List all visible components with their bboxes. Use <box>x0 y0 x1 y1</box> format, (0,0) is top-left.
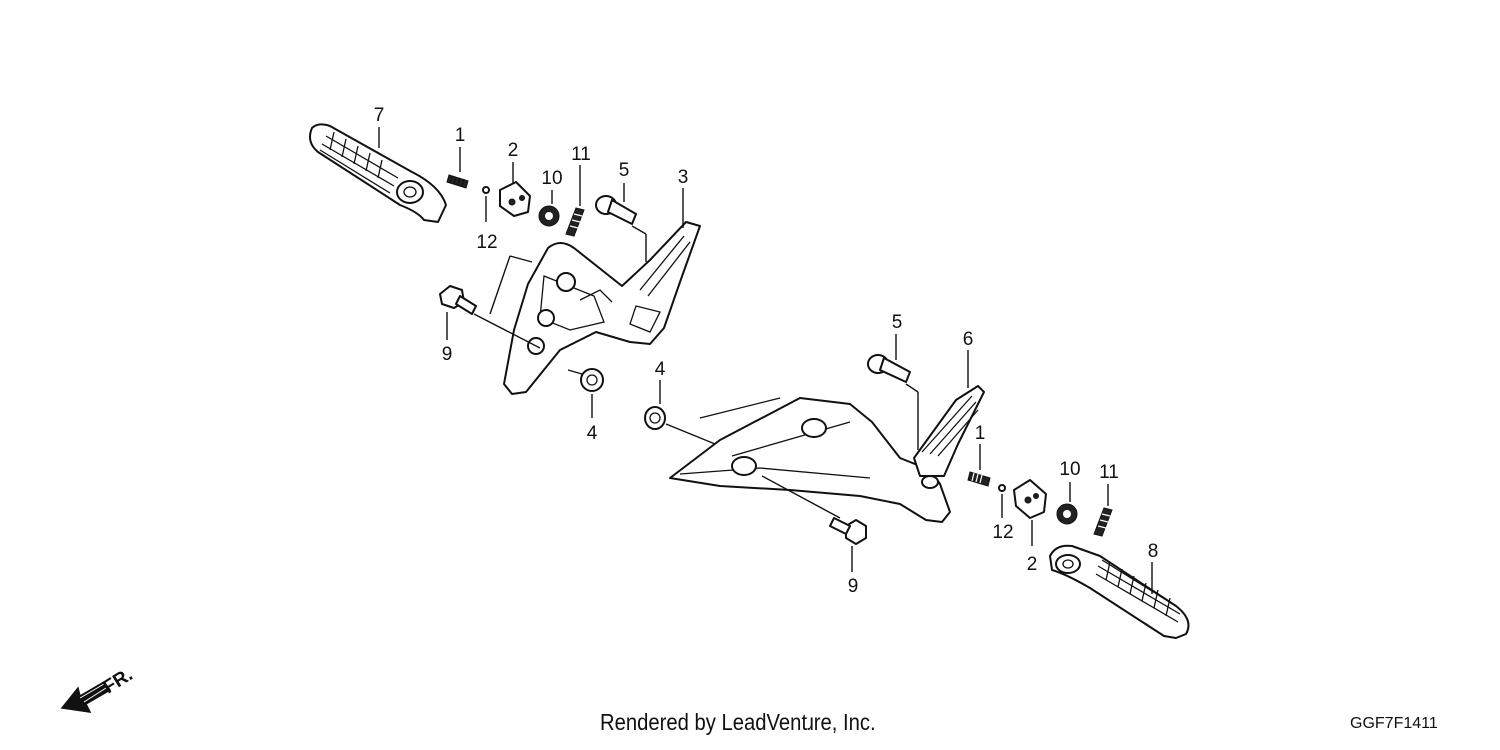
left-washer-part-10[interactable] <box>538 205 560 227</box>
callout-right-step-8: 8 <box>1148 541 1159 562</box>
right-footpeg-part-8[interactable] <box>1049 544 1190 639</box>
right-washer-part-10[interactable] <box>1056 503 1078 525</box>
callout-right-ring-4: 4 <box>655 359 666 380</box>
callout-left-bolt-9: 9 <box>442 344 453 365</box>
left-bolt-part-9[interactable] <box>439 285 477 315</box>
callout-left-plate-2: 2 <box>508 140 519 161</box>
leader-line <box>665 423 721 447</box>
callout-right-collar-1: 1 <box>975 423 986 444</box>
callout-left-ring-4: 4 <box>587 423 598 444</box>
leader-line <box>509 255 533 263</box>
leader-line <box>489 255 511 315</box>
left-bracket-part-3[interactable] <box>503 221 701 395</box>
callout-right-washer-10: 10 <box>1059 459 1080 480</box>
leader-line <box>631 225 647 235</box>
right-plate-part-2[interactable] <box>1013 479 1047 519</box>
callout-right-ball-12: 12 <box>992 522 1013 543</box>
right-collar-part-1[interactable] <box>967 471 991 487</box>
left-ball-part-12[interactable] <box>482 186 490 194</box>
callout-left-step-7: 7 <box>374 105 385 126</box>
left-ring-part-4[interactable] <box>580 368 604 392</box>
right-spring-part-11[interactable] <box>1093 507 1113 537</box>
render-credit: Rendered by LeadVentɹre, Inc. <box>600 709 876 735</box>
left-collar-part-1[interactable] <box>446 174 469 189</box>
leader-line <box>567 369 583 375</box>
leader-line <box>761 475 841 519</box>
callout-left-collar-1: 1 <box>455 125 466 146</box>
right-ring-part-4[interactable] <box>644 406 666 430</box>
callout-right-bolt-9: 9 <box>848 576 859 597</box>
callout-left-ball-12: 12 <box>476 232 497 253</box>
left-plate-part-2[interactable] <box>499 181 531 217</box>
leader-line <box>473 313 541 349</box>
leader-line <box>905 383 919 393</box>
right-ball-part-12[interactable] <box>998 484 1006 492</box>
callout-left-washer-10: 10 <box>541 168 562 189</box>
callout-left-spring-11: 11 <box>571 144 591 165</box>
right-bolt-part-9[interactable] <box>829 517 867 545</box>
callout-right-plate-2: 2 <box>1027 554 1038 575</box>
callout-right-spring-11: 11 <box>1099 462 1119 483</box>
callout-right-bracket-6: 6 <box>963 329 974 350</box>
right-pin-part-5[interactable] <box>867 354 911 383</box>
callout-left-pin-5: 5 <box>619 160 630 181</box>
left-footpeg-part-7[interactable] <box>309 123 447 223</box>
callout-right-pin-5: 5 <box>892 312 903 333</box>
front-direction-arrow-icon <box>60 681 112 713</box>
right-bracket-part-6[interactable] <box>669 385 985 523</box>
left-pin-part-5[interactable] <box>595 195 637 225</box>
left-spring-part-11[interactable] <box>565 207 585 237</box>
callout-left-bracket-3: 3 <box>678 167 689 188</box>
drawing-code: GGF7F1411 <box>1350 715 1438 732</box>
